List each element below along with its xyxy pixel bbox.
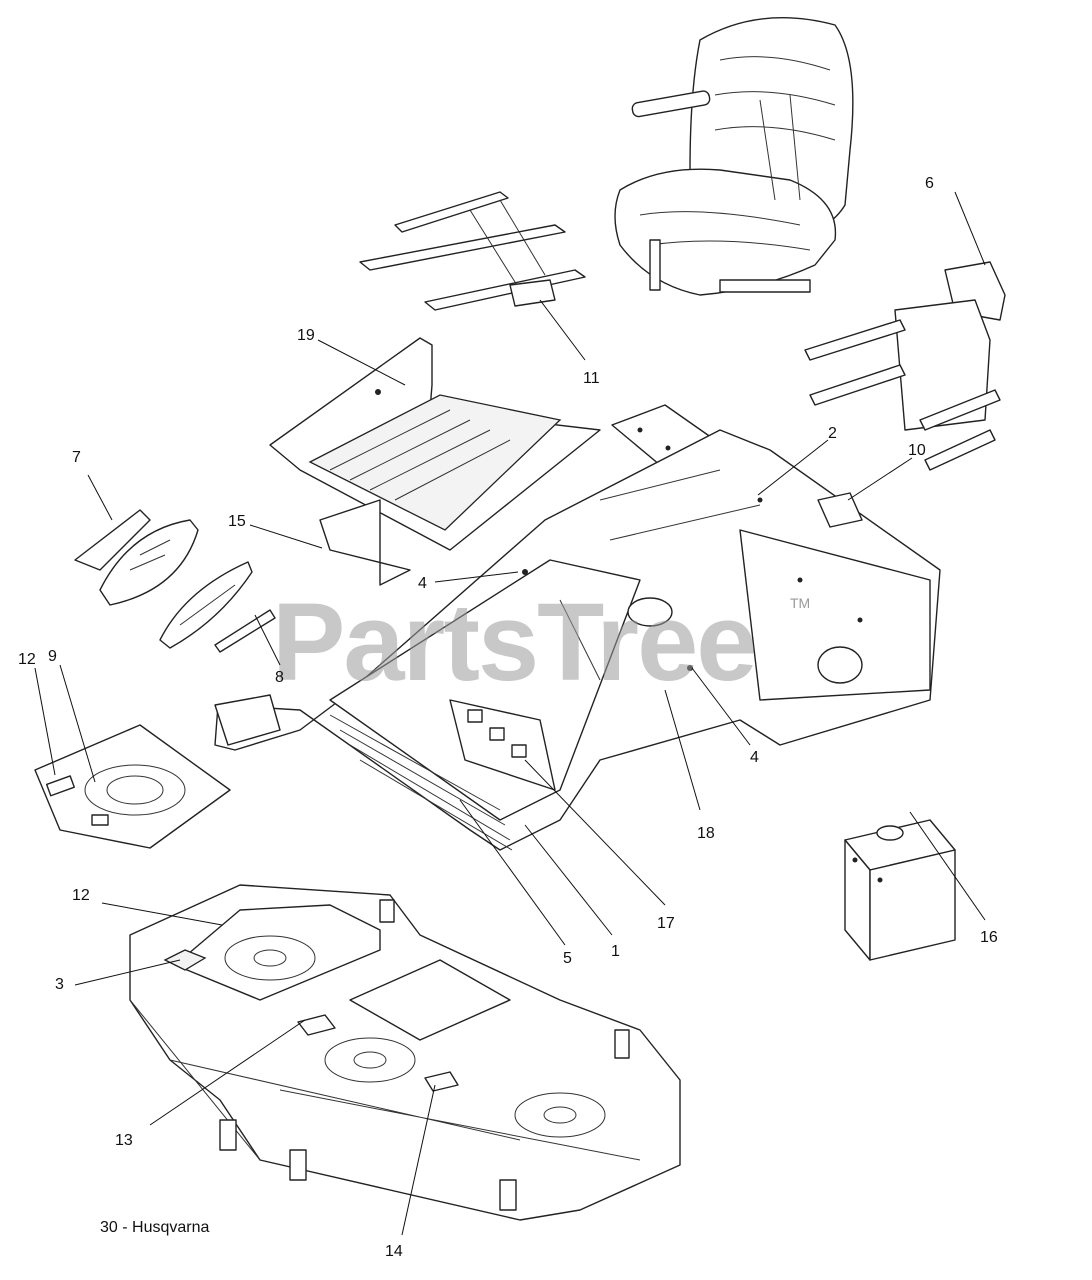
main-frame-part[interactable]: [214, 429, 941, 851]
watermark-trademark: TM: [790, 595, 810, 611]
floor-pan-part[interactable]: [269, 337, 601, 586]
callout-6: 6: [925, 175, 934, 192]
callout-17: 17: [657, 915, 675, 932]
emblem-7-part[interactable]: [74, 509, 199, 606]
seat-mount-frame-part[interactable]: [359, 191, 586, 311]
callout-10: 10: [908, 442, 926, 459]
callout-15: 15: [228, 513, 246, 530]
callout-19: 19: [297, 327, 315, 344]
callout-13: 13: [115, 1132, 133, 1149]
callout-4-upper: 4: [418, 575, 427, 592]
side-bracket-part[interactable]: [804, 261, 1006, 471]
diagram-footer-label: 30 - Husqvarna: [100, 1219, 210, 1236]
callout-5: 5: [563, 950, 572, 967]
emblem-8-part[interactable]: [159, 561, 276, 653]
callout-14: 14: [385, 1243, 403, 1260]
decal-10-part[interactable]: [817, 492, 863, 528]
watermark-text: PartsTree: [272, 581, 755, 704]
seat-part[interactable]: [614, 17, 854, 296]
callout-16: 16: [980, 929, 998, 946]
callout-11: 11: [583, 370, 600, 387]
callout-12-left: 12: [18, 651, 36, 668]
callout-18: 18: [697, 825, 715, 842]
battery-box-16-part[interactable]: [844, 819, 956, 961]
leader-lines: [34, 191, 986, 1236]
mower-deck-part[interactable]: [129, 884, 681, 1221]
callout-2: 2: [828, 425, 837, 442]
callout-4-lower: 4: [750, 749, 759, 766]
callout-3: 3: [55, 976, 64, 993]
callout-1: 1: [611, 943, 620, 960]
plate-9-part[interactable]: [34, 724, 231, 849]
callout-labels: 6 19 11 2 10 7 15 4 8 12 9 4 18 17 1 5 1…: [18, 175, 998, 1260]
callout-9: 9: [48, 648, 57, 665]
callout-8: 8: [275, 669, 284, 686]
callout-12-deck: 12: [72, 887, 90, 904]
callout-7: 7: [72, 449, 81, 466]
